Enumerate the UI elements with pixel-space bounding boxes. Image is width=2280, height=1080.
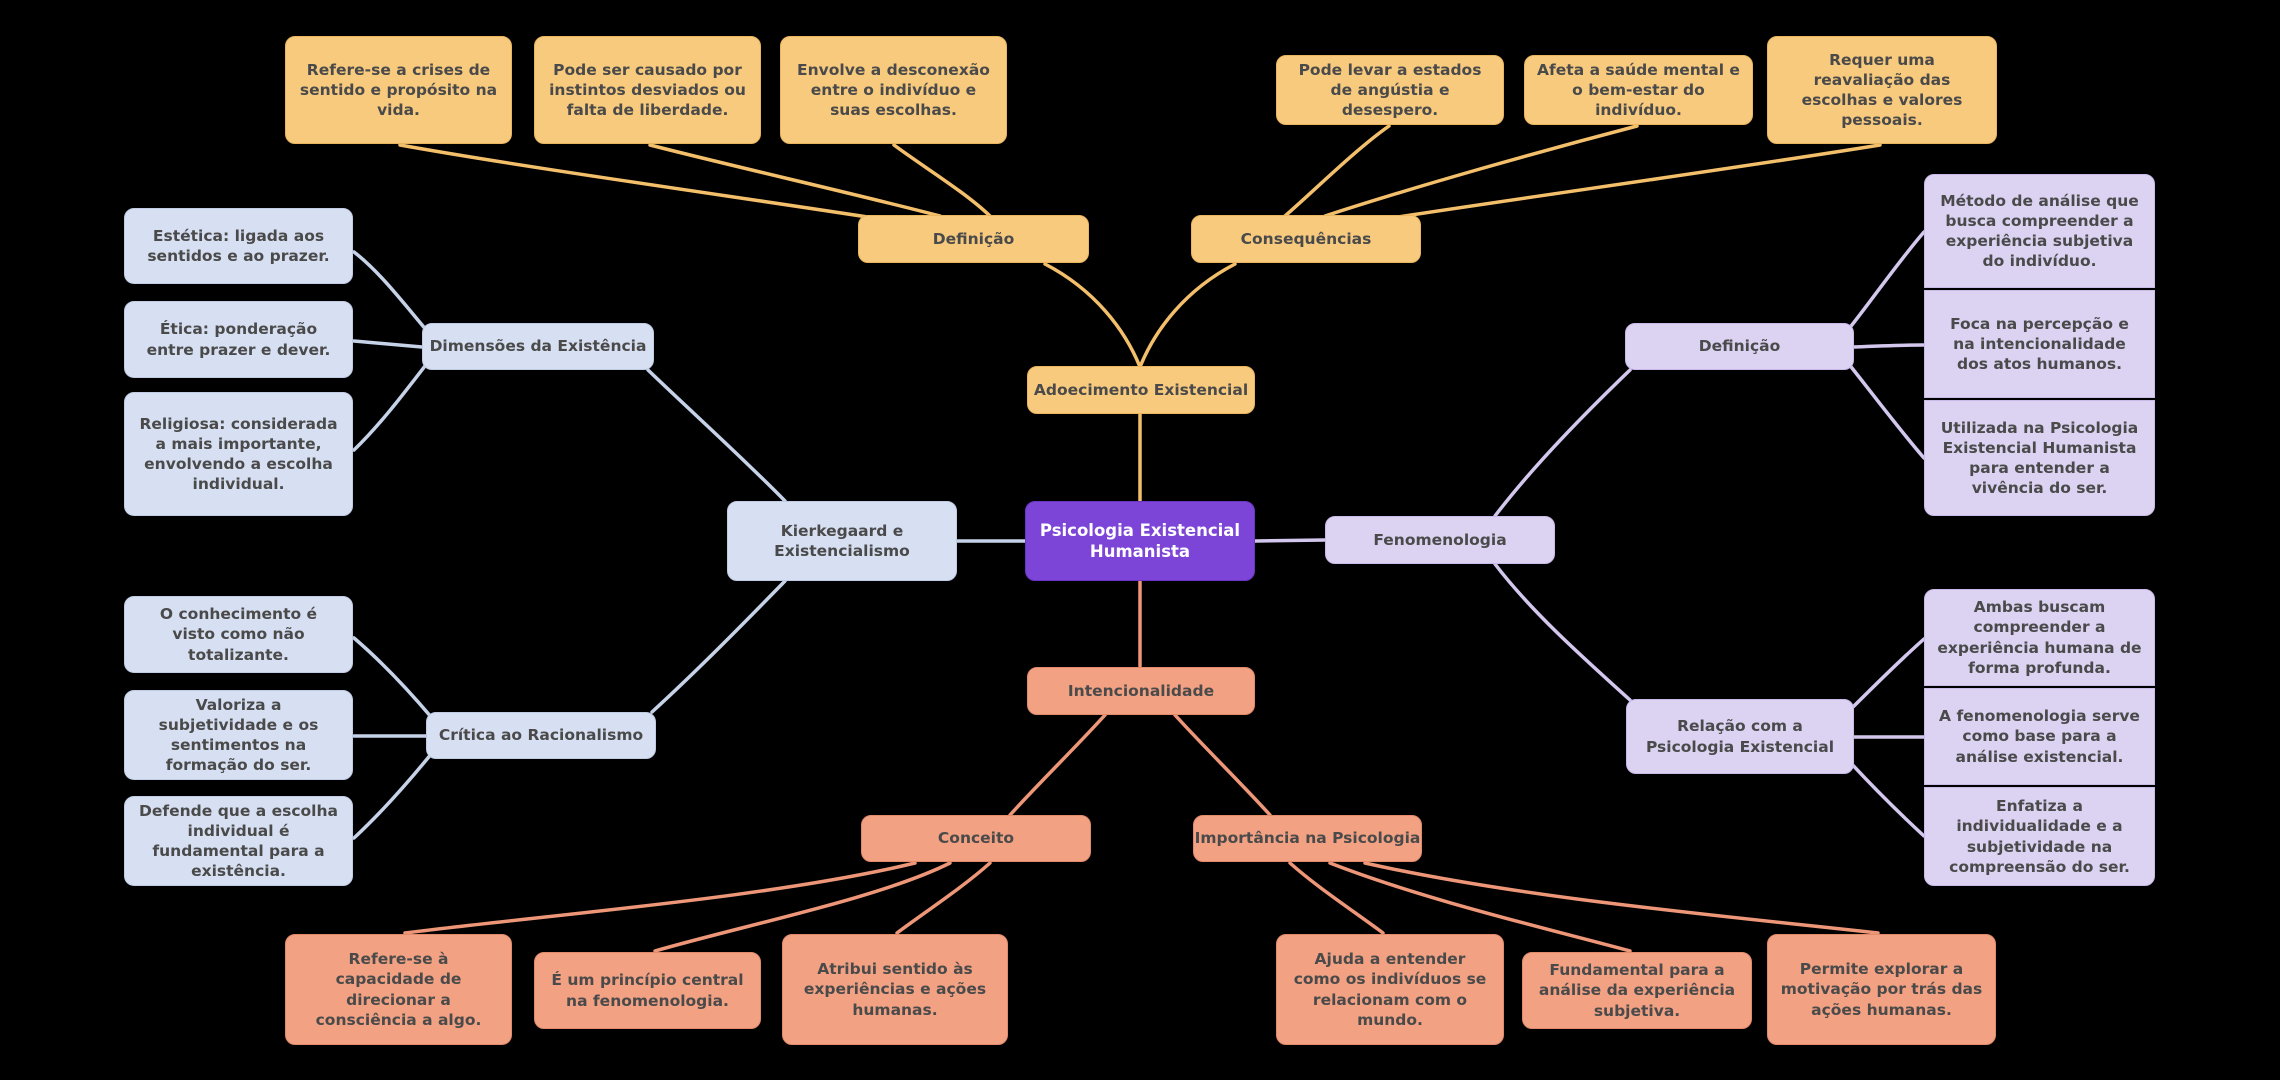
- edge-definicao2-leaf3: [1846, 361, 1926, 460]
- leaf-intencionalidade-importancia-2[interactable]: Fundamental para a análise da experiênci…: [1522, 952, 1752, 1029]
- leaf-kierkegaard-critica-1[interactable]: O conhecimento é visto como não totaliza…: [124, 596, 353, 673]
- leaf-adoecimento-definicao-2[interactable]: Pode ser causado por instintos desviados…: [534, 36, 761, 144]
- node-kierkegaard-dimensoes[interactable]: Dimensões da Existência: [422, 323, 654, 370]
- leaf-kierkegaard-critica-3[interactable]: Defende que a escolha individual é funda…: [124, 796, 353, 886]
- edge-conceito-leaf2: [653, 861, 952, 953]
- edges-adoecimento-branch: [398, 124, 1882, 503]
- node-adoecimento-consequencias[interactable]: Consequências: [1191, 215, 1421, 263]
- node-kierkegaard-critica[interactable]: Crítica ao Racionalismo: [426, 712, 656, 759]
- edge-critica-leaf3: [352, 751, 434, 840]
- edge-conceito-leaf1: [403, 861, 917, 935]
- leaf-kierkegaard-dimensoes-2[interactable]: Ética: ponderação entre prazer e dever.: [124, 301, 353, 378]
- edge-importancia-leaf2: [1328, 861, 1632, 953]
- node-intencionalidade-conceito[interactable]: Conceito: [861, 815, 1091, 862]
- node-intencionalidade[interactable]: Intencionalidade: [1027, 667, 1255, 715]
- leaf-adoecimento-consequencias-1[interactable]: Pode levar a estados de angústia e deses…: [1276, 55, 1504, 125]
- leaf-fenomenologia-definicao-1[interactable]: Método de análise que busca compreender …: [1924, 174, 2155, 288]
- edge-relacao-leaf1: [1846, 637, 1926, 714]
- edge-consequencias-leaf3: [1363, 143, 1882, 224]
- leaf-fenomenologia-relacao-2[interactable]: A fenomenologia serve como base para a a…: [1924, 688, 2155, 785]
- leaf-intencionalidade-conceito-3[interactable]: Atribui sentido às experiências e ações …: [782, 934, 1008, 1045]
- edge-root-fenomenologia: [1253, 538, 1327, 543]
- edge-dimensoes-leaf1: [352, 250, 430, 334]
- edges-fenomenologia-branch: [1253, 230, 1926, 838]
- leaf-fenomenologia-definicao-2[interactable]: Foca na percepção e na intencionalidade …: [1924, 290, 2155, 398]
- node-fenomenologia-relacao[interactable]: Relação com a Psicologia Existencial: [1626, 699, 1854, 774]
- edge-adoecimento-definicao: [1043, 262, 1142, 369]
- edge-adoecimento-consequencias: [1138, 262, 1237, 369]
- leaf-kierkegaard-dimensoes-3[interactable]: Religiosa: considerada a mais importante…: [124, 392, 353, 516]
- edge-dimensoes-leaf3: [352, 360, 430, 452]
- edge-kierkegaard-dimensoes: [646, 368, 787, 503]
- edge-definicao2-leaf2: [1852, 343, 1926, 349]
- edge-definicao-leaf3: [892, 143, 992, 218]
- edge-importancia-leaf1: [1288, 861, 1385, 935]
- edge-critica-leaf1: [352, 636, 434, 720]
- edge-relacao-leaf3: [1846, 758, 1926, 838]
- node-kierkegaard[interactable]: Kierkegaard e Existencialismo: [727, 501, 957, 581]
- node-adoecimento-definicao[interactable]: Definição: [858, 215, 1089, 263]
- edge-kierkegaard-critica: [650, 579, 787, 714]
- edge-dimensoes-leaf2: [352, 339, 424, 349]
- edge-fenomenologia-relacao: [1493, 562, 1632, 702]
- node-intencionalidade-importancia[interactable]: Importância na Psicologia: [1193, 815, 1422, 862]
- leaf-fenomenologia-relacao-1[interactable]: Ambas buscam compreender a experiência h…: [1924, 589, 2155, 686]
- leaf-fenomenologia-definicao-3[interactable]: Utilizada na Psicologia Existencial Huma…: [1924, 400, 2155, 516]
- edge-consequencias-leaf2: [1323, 124, 1639, 218]
- leaf-intencionalidade-conceito-2[interactable]: É um princípio central na fenomenologia.: [534, 952, 761, 1029]
- leaf-adoecimento-consequencias-2[interactable]: Afeta a saúde mental e o bem-estar do in…: [1524, 55, 1753, 125]
- edge-conceito-leaf3: [895, 861, 992, 935]
- edge-fenomenologia-definicao: [1493, 368, 1632, 518]
- leaf-intencionalidade-conceito-1[interactable]: Refere-se à capacidade de direcionar a c…: [285, 934, 512, 1045]
- edge-definicao-leaf2: [648, 143, 942, 218]
- node-adoecimento[interactable]: Adoecimento Existencial: [1027, 366, 1255, 414]
- leaf-adoecimento-definicao-3[interactable]: Envolve a desconexão entre o indivíduo e…: [780, 36, 1007, 144]
- node-fenomenologia[interactable]: Fenomenologia: [1325, 516, 1555, 564]
- edges-kierkegaard-branch: [352, 250, 1027, 840]
- leaf-kierkegaard-critica-2[interactable]: Valoriza a subjetividade e os sentimento…: [124, 690, 353, 780]
- edges-intencionalidade-branch: [403, 579, 1880, 953]
- leaf-fenomenologia-relacao-3[interactable]: Enfatiza a individualidade e a subjetivi…: [1924, 787, 2155, 886]
- leaf-adoecimento-definicao-1[interactable]: Refere-se a crises de sentido e propósit…: [285, 36, 512, 144]
- node-root[interactable]: Psicologia Existencial Humanista: [1025, 501, 1255, 581]
- edge-definicao2-leaf1: [1846, 230, 1926, 332]
- edge-intencionalidade-importancia: [1173, 713, 1272, 817]
- edge-consequencias-leaf1: [1283, 124, 1391, 218]
- edge-intencionalidade-conceito: [1008, 713, 1107, 817]
- leaf-adoecimento-consequencias-3[interactable]: Requer uma reavaliação das escolhas e va…: [1767, 36, 1997, 144]
- edge-definicao-leaf1: [398, 143, 902, 224]
- leaf-kierkegaard-dimensoes-1[interactable]: Estética: ligada aos sentidos e ao praze…: [124, 208, 353, 284]
- leaf-intencionalidade-importancia-3[interactable]: Permite explorar a motivação por trás da…: [1767, 934, 1996, 1045]
- edge-importancia-leaf3: [1363, 861, 1880, 935]
- leaf-intencionalidade-importancia-1[interactable]: Ajuda a entender como os indivíduos se r…: [1276, 934, 1504, 1045]
- node-fenomenologia-definicao[interactable]: Definição: [1625, 323, 1854, 370]
